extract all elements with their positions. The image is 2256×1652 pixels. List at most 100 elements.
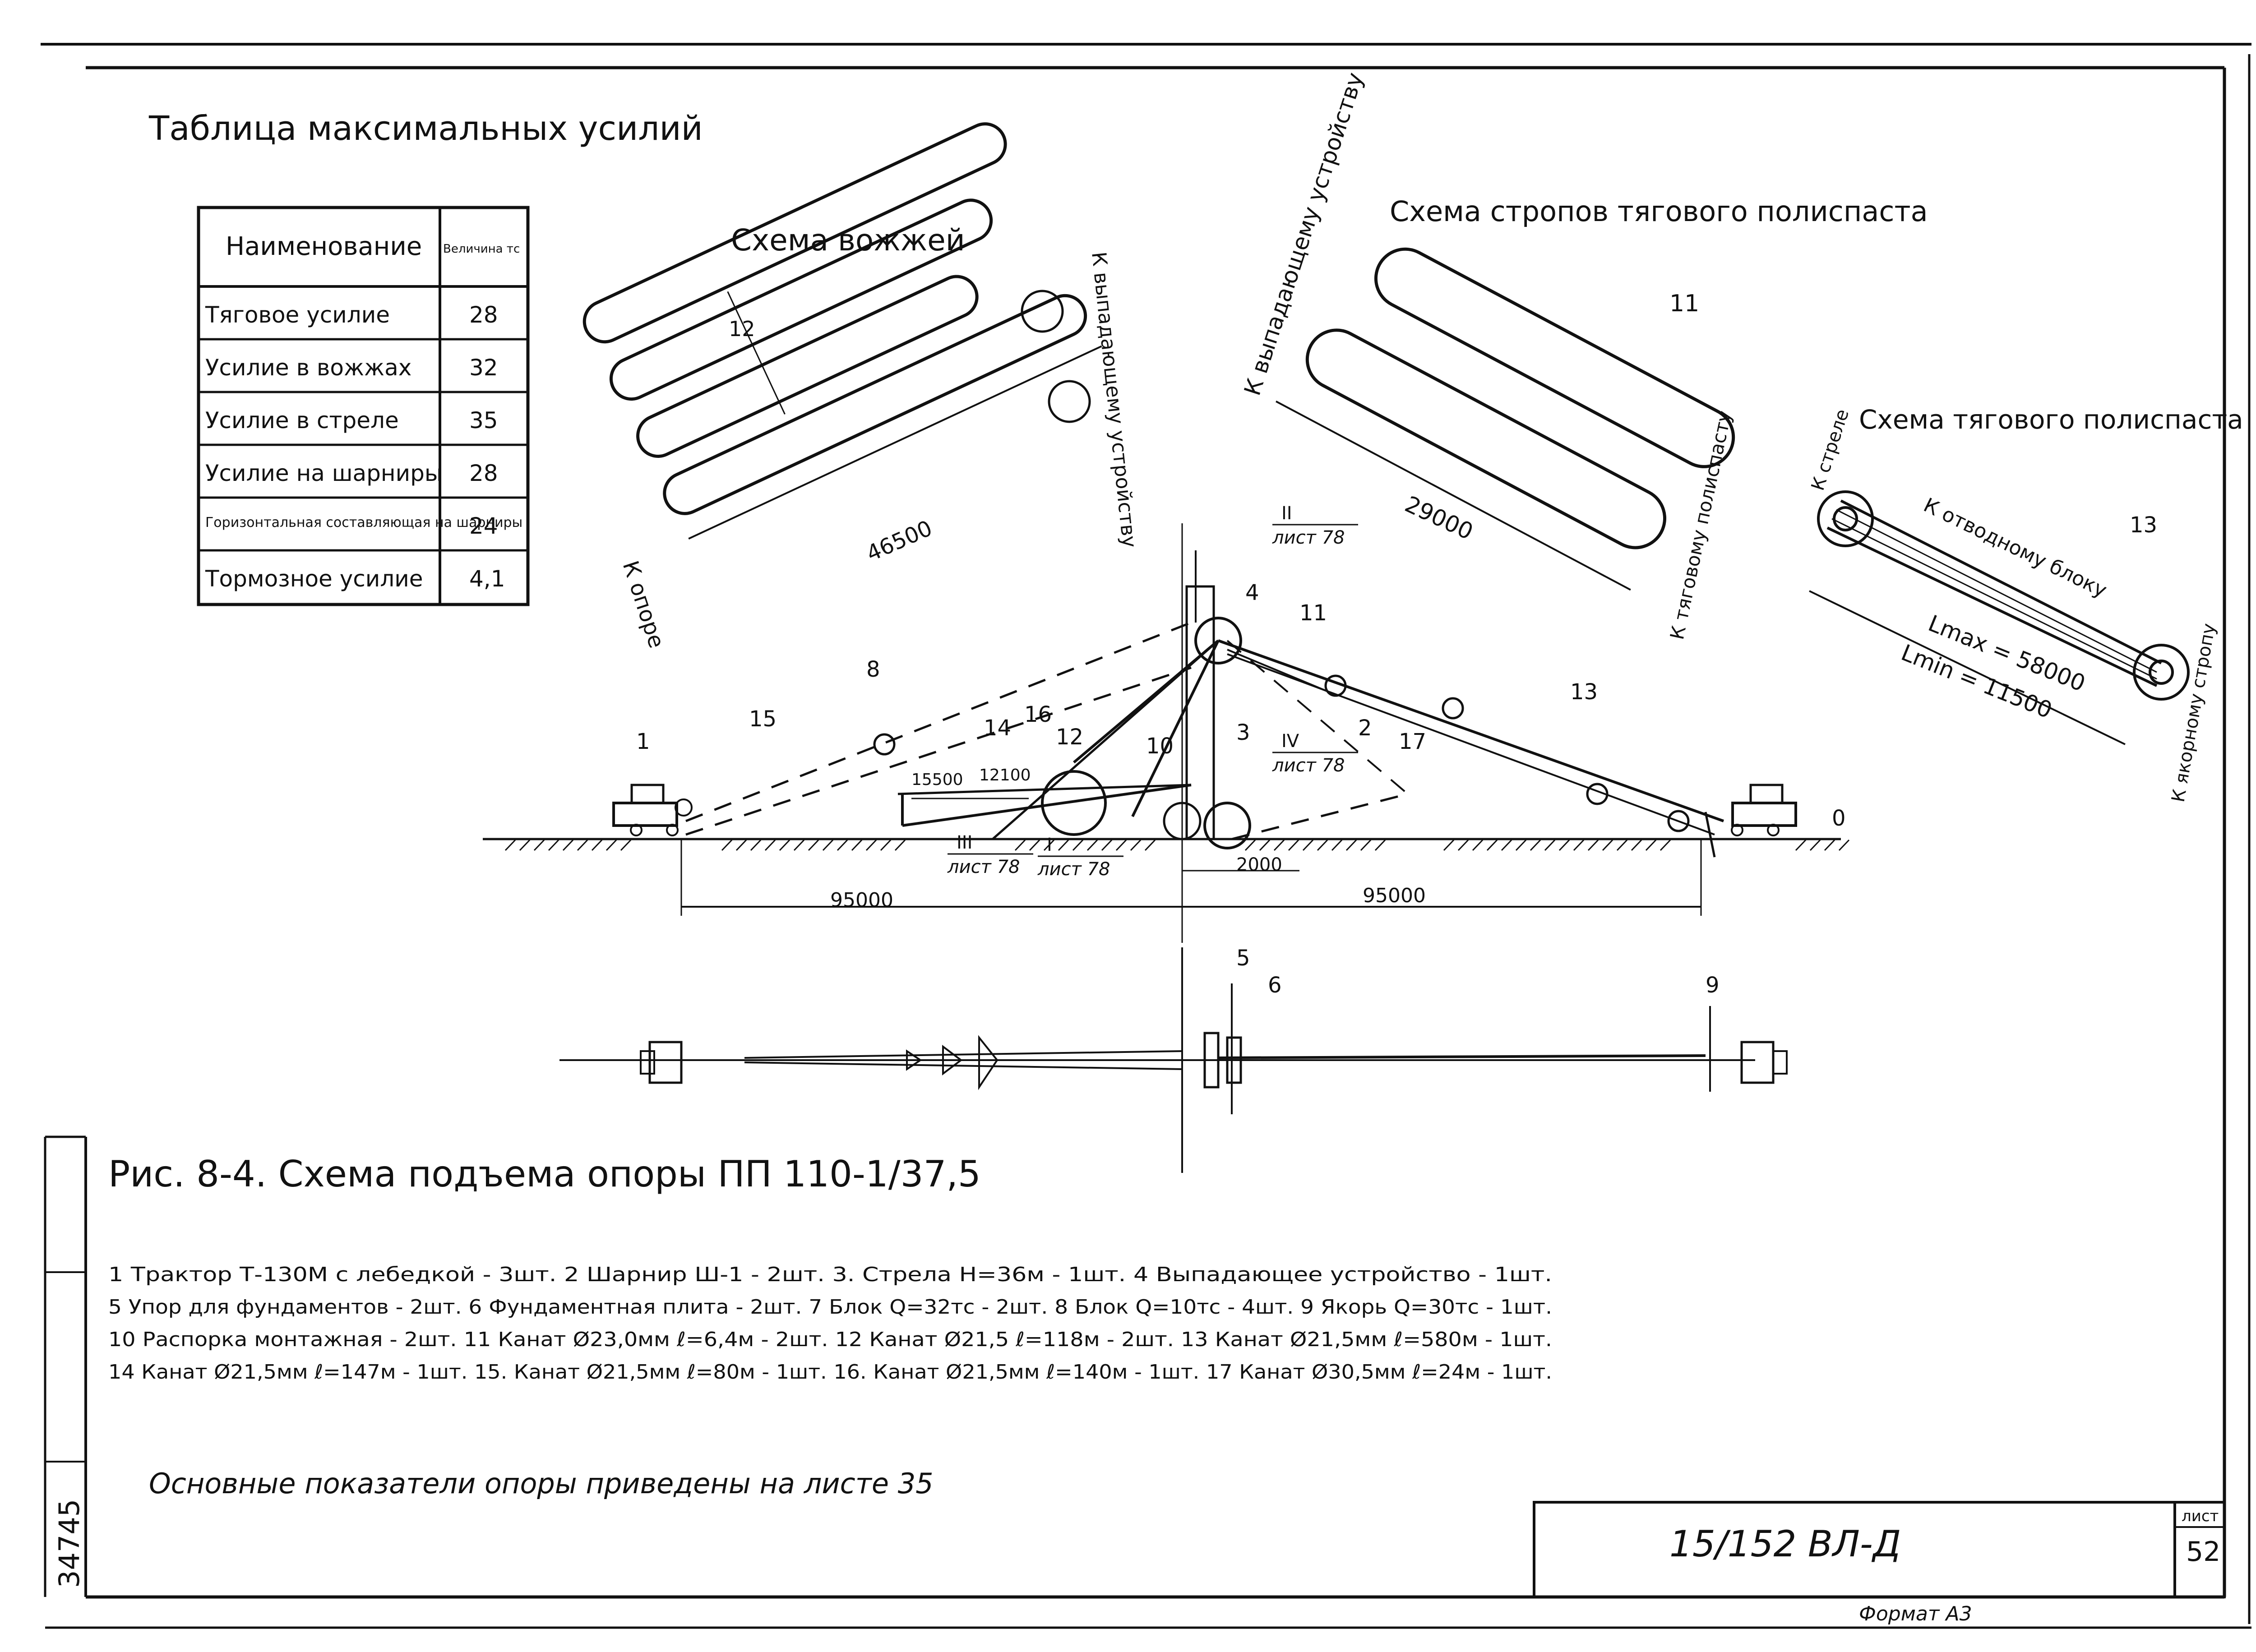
- hatch-stroke: [1360, 839, 1372, 851]
- format-label: Формат А3: [1859, 1602, 1972, 1625]
- hatch-stroke: [1086, 839, 1098, 851]
- hatch-stroke: [1631, 839, 1642, 851]
- slings-scheme: [1276, 247, 1735, 591]
- hatch-stroke: [880, 839, 892, 851]
- hatch-stroke: [750, 839, 762, 851]
- reins-sheave: [1048, 380, 1091, 423]
- part-number-label: 14: [984, 715, 1011, 741]
- plan-view: [559, 947, 1788, 1173]
- hatch-stroke: [620, 839, 632, 851]
- reins-title: Схема вожжей: [731, 223, 965, 258]
- slings-to-device: К выпадающему устройству: [1239, 69, 1368, 399]
- part-number-label: 10: [1146, 734, 1174, 759]
- part-number-label: 15: [749, 706, 777, 732]
- hatch-stroke: [1374, 839, 1386, 851]
- hatch-stroke: [1288, 839, 1299, 851]
- legend-line: 5 Упор для фундаментов - 2шт. 6 Фундамен…: [108, 1296, 1552, 1319]
- hatch-stroke: [1838, 839, 1850, 851]
- hatch-stroke: [1014, 839, 1026, 851]
- hatch-stroke: [1660, 839, 1671, 851]
- table-cell-name: Усилие в стреле: [205, 407, 399, 434]
- reins-sheave: [1021, 290, 1064, 333]
- hatch-stroke: [548, 839, 559, 851]
- table-rows: Тяговое усилие 28 Усилие в вожжах 32Усилие …: [205, 302, 522, 592]
- sheet-number: 52: [2186, 1536, 2220, 1568]
- dim-15500: 15500: [911, 771, 963, 789]
- tractor-left: [612, 802, 678, 827]
- reins-label-12: 12: [729, 317, 755, 341]
- slings-label-11: 11: [1669, 290, 1699, 317]
- elevation-scheme: [483, 523, 1850, 943]
- hatch-stroke: [822, 839, 834, 851]
- table-cell-name: Горизонтальная составляющая на шарниры: [205, 515, 522, 531]
- sheet-label: лист: [2182, 1507, 2219, 1525]
- tractor-right: [1731, 802, 1797, 827]
- legend-line: 1 Трактор Т-130М с лебедкой - 3шт. 2 Шар…: [108, 1263, 1552, 1286]
- hatch-stroke: [1115, 839, 1127, 851]
- forces-table: Таблица максимальных усилий Наименование…: [148, 109, 703, 606]
- sheet-frame: [41, 43, 2251, 1629]
- pulley-title: Схема тягового полиспаста: [1859, 404, 2243, 435]
- dim-12100: 12100: [979, 766, 1031, 784]
- table-cell-name: Тяговое усилие: [205, 302, 390, 328]
- hatch-stroke: [591, 839, 603, 851]
- detail-ref-number: IV: [1281, 731, 1299, 752]
- plan-label: 6: [1268, 973, 1282, 998]
- plan-label: 9: [1706, 973, 1720, 998]
- detail-ref-number: III: [957, 832, 972, 853]
- hatch-stroke: [1472, 839, 1484, 851]
- table-header-value: Величина тс: [443, 242, 520, 256]
- hatch-stroke: [1587, 839, 1599, 851]
- hatch-stroke: [1273, 839, 1285, 851]
- hatch-stroke: [1345, 839, 1357, 851]
- hatch-stroke: [1573, 839, 1585, 851]
- pulley-to-boom: К стреле: [1808, 406, 1853, 493]
- hatch-stroke: [837, 839, 848, 851]
- table-header-name: Наименование: [226, 232, 422, 261]
- part-number-label: 11: [1299, 600, 1327, 626]
- title-block: 15/152 ВЛ-Д лист 52 Формат А3 34745: [53, 1499, 2226, 1625]
- dim-small: 2000: [1236, 854, 1282, 875]
- table-cell-value: 35: [469, 407, 498, 434]
- part-number-label: 2: [1358, 715, 1372, 741]
- hatch-stroke: [1058, 839, 1069, 851]
- hatch-stroke: [606, 839, 617, 851]
- hatch-stroke: [1457, 839, 1469, 851]
- hatch-stroke: [1602, 839, 1613, 851]
- part-number-label: 1: [636, 729, 650, 754]
- reins-to-support: К опоре: [618, 558, 670, 651]
- hatch-stroke: [865, 839, 877, 851]
- legend: 1 Трактор Т-130М с лебедкой - 3шт. 2 Шар…: [108, 1263, 1552, 1384]
- pulley-scheme: [1809, 490, 2190, 745]
- hatch-stroke: [1501, 839, 1512, 851]
- hatch-stroke: [1795, 839, 1807, 851]
- hatch-stroke: [1130, 839, 1142, 851]
- ground-hatching: [504, 839, 1850, 851]
- table-cell-value: 4,1: [469, 566, 505, 592]
- table-cell-value: 32: [469, 355, 498, 381]
- reins-to-device: К выпадающему устройству: [1087, 251, 1141, 549]
- hatch-stroke: [1809, 839, 1821, 851]
- table-cell-value: 28: [469, 460, 498, 486]
- hatch-stroke: [1645, 839, 1657, 851]
- table-cell-name: Усилие в вожжах: [205, 355, 411, 381]
- figure-caption: Рис. 8-4. Схема подъема опоры ПП 110-1/3…: [108, 1153, 981, 1195]
- hatch-stroke: [1317, 839, 1328, 851]
- hatch-stroke: [1544, 839, 1556, 851]
- hatch-stroke: [1302, 839, 1314, 851]
- hatch-stroke: [721, 839, 733, 851]
- part-number-label: 17: [1399, 729, 1426, 754]
- hatch-stroke: [1443, 839, 1455, 851]
- hatch-stroke: [577, 839, 588, 851]
- part-number-label: 0: [1832, 806, 1846, 831]
- hatch-stroke: [504, 839, 516, 851]
- hatch-stroke: [1616, 839, 1628, 851]
- detail-ref-sheet: лист 78: [1272, 527, 1345, 548]
- table-cell-name: Усилие на шарниры: [205, 460, 442, 486]
- hatch-stroke: [894, 839, 906, 851]
- detail-ref-sheet: лист 78: [1037, 859, 1110, 880]
